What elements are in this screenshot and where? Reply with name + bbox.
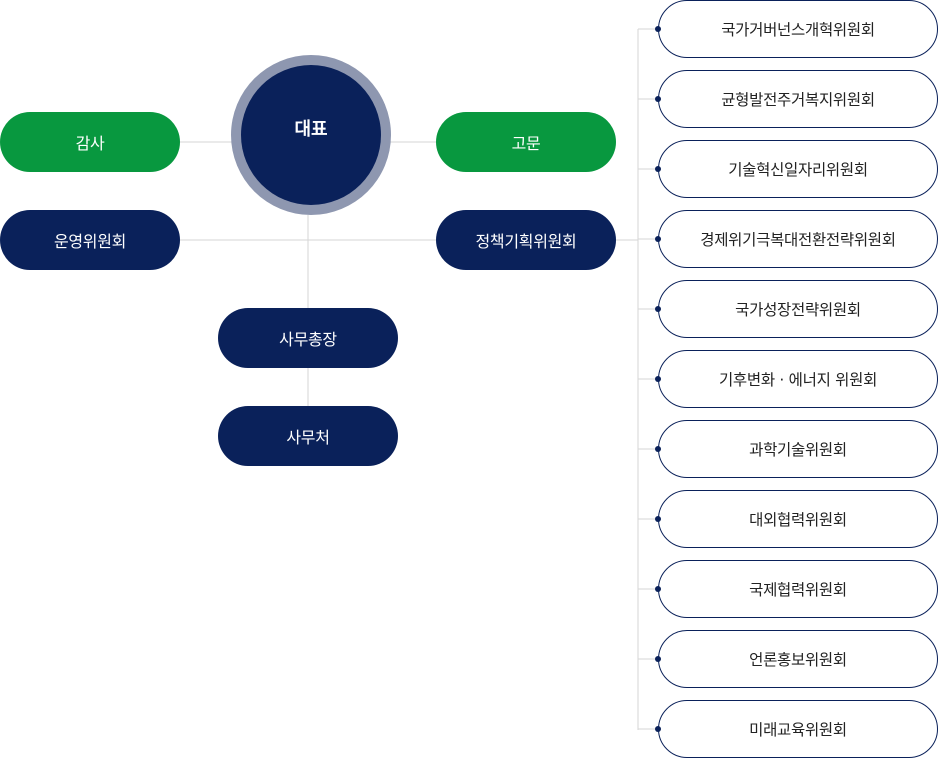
advisor-node: 고문 xyxy=(436,112,616,172)
connector-dot xyxy=(655,306,661,312)
committee-node: 경제위기극복대전환전략위원회 xyxy=(658,210,938,268)
connector-dot xyxy=(655,656,661,662)
connector-dot xyxy=(655,726,661,732)
secretary-general-node: 사무총장 xyxy=(218,308,398,368)
connector-dot xyxy=(655,236,661,242)
connector-dot xyxy=(655,516,661,522)
steering-committee-node: 운영위원회 xyxy=(0,210,180,270)
committee-node: 대외협력위원회 xyxy=(658,490,938,548)
committee-node: 미래교육위원회 xyxy=(658,700,938,758)
committee-node: 과학기술위원회 xyxy=(658,420,938,478)
connector-dot xyxy=(655,26,661,32)
connector-dot xyxy=(655,376,661,382)
committee-node: 기후변화 · 에너지 위원회 xyxy=(658,350,938,408)
committee-node: 국가성장전략위원회 xyxy=(658,280,938,338)
ceo-node: 대표 xyxy=(241,65,381,205)
connector-dot xyxy=(655,96,661,102)
connector-dot xyxy=(655,166,661,172)
committee-node: 균형발전주거복지위원회 xyxy=(658,70,938,128)
committee-node: 국제협력위원회 xyxy=(658,560,938,618)
connector-dot xyxy=(655,586,661,592)
connector-dot xyxy=(655,446,661,452)
committee-node: 언론홍보위원회 xyxy=(658,630,938,688)
committee-node: 국가거버넌스개혁위원회 xyxy=(658,0,938,58)
secretariat-node: 사무처 xyxy=(218,406,398,466)
committee-node: 기술혁신일자리위원회 xyxy=(658,140,938,198)
audit-node: 감사 xyxy=(0,112,180,172)
policy-committee-node: 정책기획위원회 xyxy=(436,210,616,270)
